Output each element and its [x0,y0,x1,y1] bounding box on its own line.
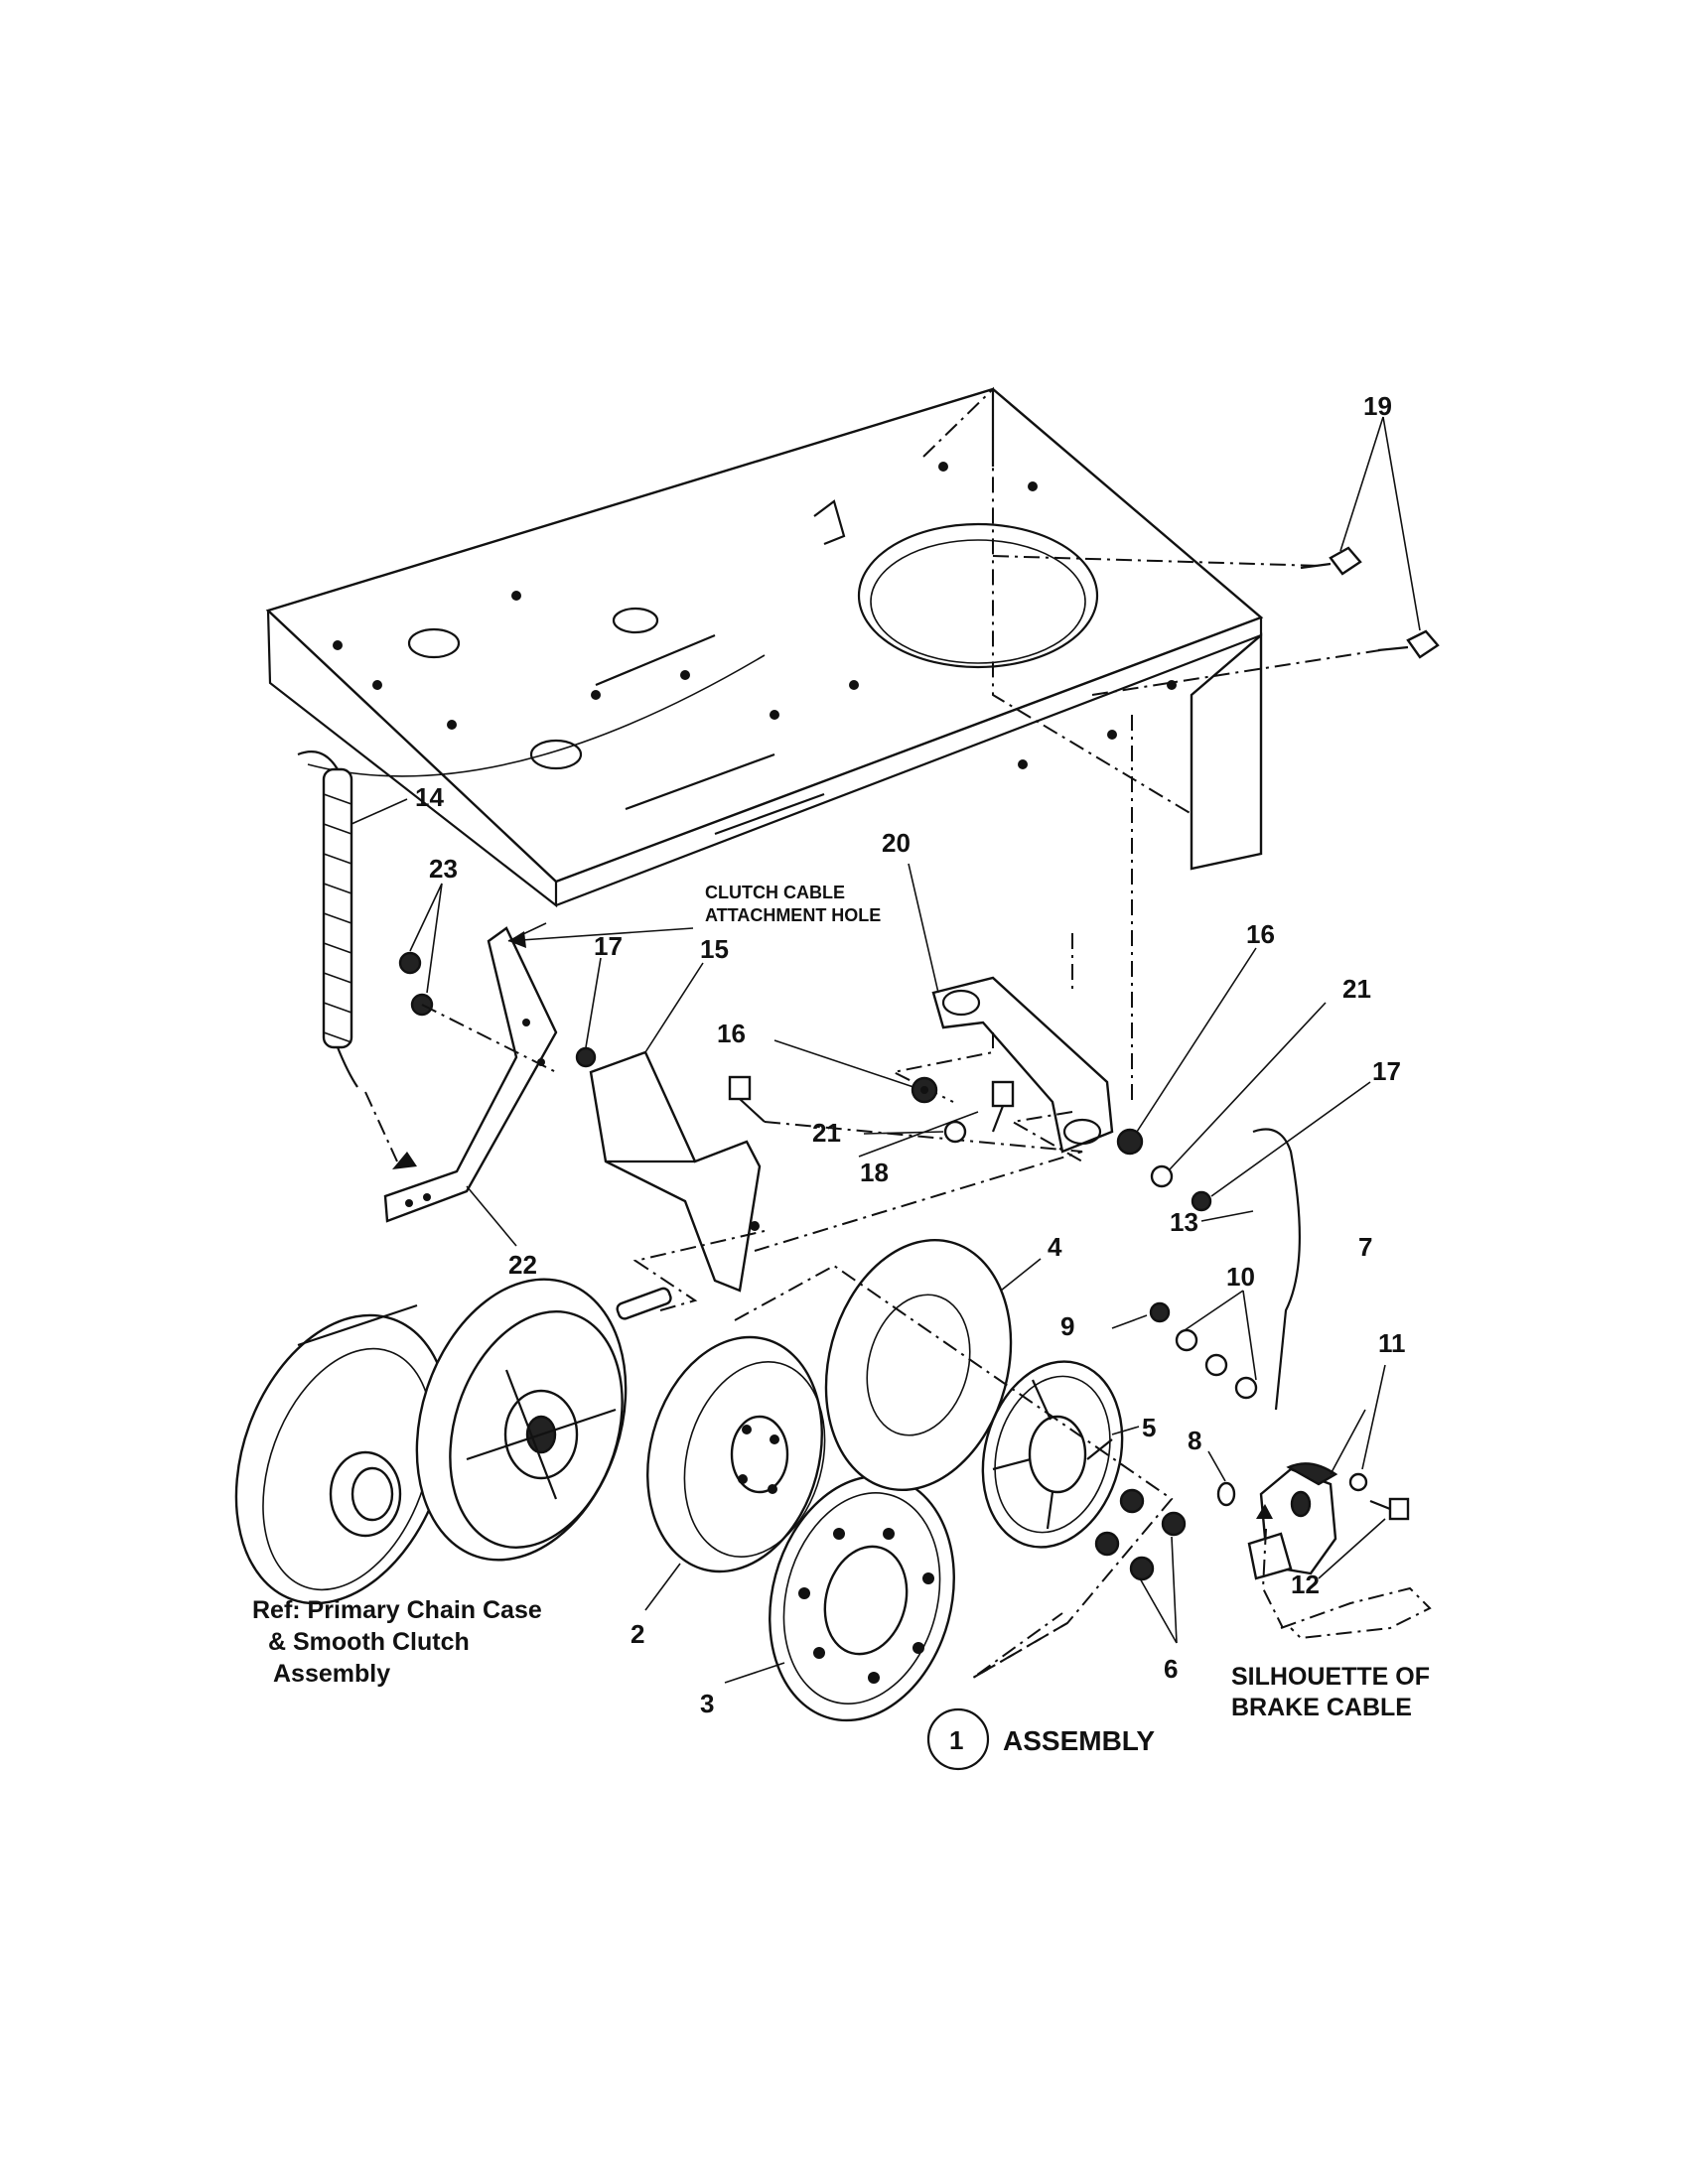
silhouette-line2: BRAKE CABLE [1231,1694,1412,1721]
assembly-callout: 1 ASSEMBLY [926,1707,1155,1771]
assembly-label: ASSEMBLY [1003,1725,1155,1756]
callout-9: 9 [1060,1311,1074,1341]
washer-8 [1216,1481,1236,1507]
callout-19: 19 [1363,391,1392,421]
bolt-12-washer-11 [1348,1472,1410,1521]
ref-line3: Assembly [273,1660,390,1688]
callout-8: 8 [1188,1426,1201,1455]
callout-11: 11 [1378,1328,1406,1358]
callout-23: 23 [429,854,458,884]
callout-16b: 16 [1246,919,1275,949]
clutch-cable-line2: ATTACHMENT HOLE [705,905,881,925]
callout-20: 20 [882,828,911,858]
callout-15: 15 [700,934,729,964]
nuts-6 [1094,1488,1187,1581]
callout-3: 3 [700,1689,714,1718]
spring-14 [297,751,417,1169]
silhouette-note: SILHOUETTE OF BRAKE CABLE [1231,1663,1430,1721]
assembly-outline [734,1264,1174,1679]
ref-chain-case-note: Ref: Primary Chain Case & Smooth Clutch … [252,1596,542,1688]
brake-cable-silhouette [1256,1504,1432,1640]
callout-17a: 17 [594,931,623,961]
bolts-19 [992,546,1440,696]
bracket-15 [575,1046,762,1293]
primary-chain-case [234,1230,766,1605]
callout-14: 14 [415,782,444,812]
callout-5: 5 [1142,1413,1156,1442]
rotor-3 [769,1474,955,1722]
callout-21b: 21 [1342,974,1371,1004]
callout-13: 13 [1170,1207,1198,1237]
frame-chassis [265,386,1264,908]
frame-round-opening [857,522,1099,669]
callout-12: 12 [1291,1570,1320,1599]
callout-6: 6 [1164,1654,1178,1684]
bolt-18 [728,1075,1083,1252]
brake-pad-4 [824,1238,1013,1492]
callout-7: 7 [1358,1232,1372,1262]
pressure-plate-5 [981,1360,1124,1549]
callout-17b: 17 [1372,1056,1401,1086]
ref-line1: Ref: Primary Chain Case [252,1596,542,1624]
assembly-number-circle [926,1707,990,1771]
callout-labels: 19 14 23 20 17 15 16 16 21 21 18 17 22 1… [415,391,1406,1718]
silhouette-line1: SILHOUETTE OF [1231,1663,1430,1691]
callout-16a: 16 [717,1019,746,1048]
clutch-cable-note: CLUTCH CABLE ATTACHMENT HOLE [705,883,881,925]
callout-10: 10 [1226,1262,1255,1292]
callout-18: 18 [860,1158,889,1187]
leader-lines [351,416,1421,1684]
callout-2: 2 [631,1619,644,1649]
cable-13 [1252,1128,1301,1411]
washers-10 [1149,1301,1258,1400]
callout-1: 1 [949,1725,963,1755]
clutch-cable-line1: CLUTCH CABLE [705,883,845,902]
nuts-23 [398,951,557,1073]
ref-line2: & Smooth Clutch [268,1628,470,1656]
callout-22: 22 [508,1250,537,1280]
callout-21a: 21 [812,1118,841,1148]
caliper-7 [1247,1462,1338,1580]
callout-4: 4 [1048,1232,1062,1262]
washers-nuts [911,1076,1212,1212]
drum-2 [646,1335,826,1573]
